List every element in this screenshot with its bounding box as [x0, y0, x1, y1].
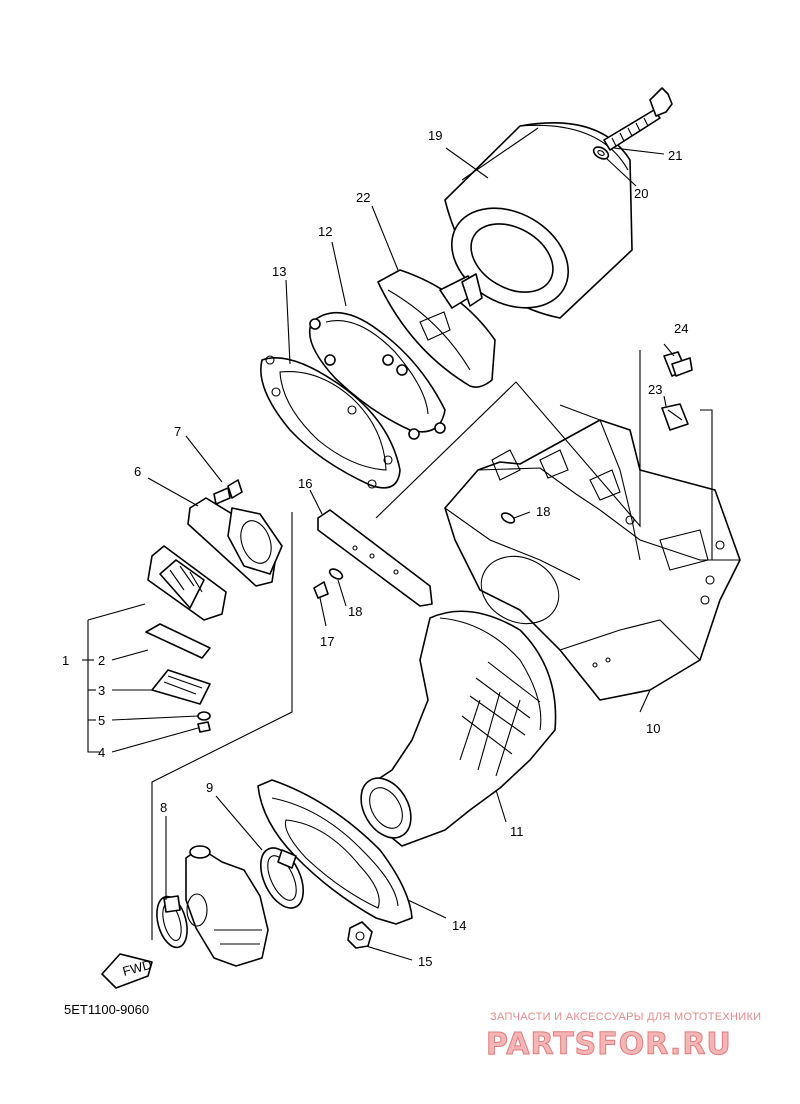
callout-18-left: 18 — [348, 604, 362, 619]
nut-15 — [347, 921, 373, 949]
diagram-code: 5ET1100-9060 — [64, 1002, 149, 1017]
washer-20 — [592, 146, 610, 160]
group-outline-upper — [375, 350, 641, 528]
wing-bolt — [603, 87, 673, 151]
manifold-6 — [187, 497, 283, 587]
callout-14: 14 — [452, 918, 466, 933]
callout-20: 20 — [634, 186, 648, 201]
callout-18-right: 18 — [536, 504, 550, 519]
group-outline-right — [700, 409, 713, 560]
reed-petals — [151, 669, 211, 705]
air-filter-element — [444, 122, 633, 319]
grommet-18a — [328, 568, 344, 580]
clip-nut — [661, 403, 689, 431]
callout-4: 4 — [98, 745, 105, 760]
plug-17 — [313, 581, 329, 599]
air-box — [444, 404, 741, 701]
screw-4 — [197, 721, 211, 733]
grommet-18b — [500, 512, 516, 524]
watermark-logo: PARTSFOR.RU — [486, 1027, 732, 1062]
bolt-24 — [663, 351, 693, 377]
washer-5 — [197, 711, 211, 721]
callout-11: 11 — [510, 824, 524, 839]
callout-8: 8 — [160, 800, 167, 815]
reed-stopper — [145, 623, 211, 659]
callout-2: 2 — [98, 653, 105, 668]
clamp-8 — [156, 895, 188, 949]
gasket-13 — [260, 355, 401, 489]
fwd-label: FWD — [121, 957, 153, 979]
callout-13: 13 — [272, 264, 286, 279]
element-holder — [377, 269, 496, 388]
callout-19: 19 — [428, 128, 442, 143]
callout-16: 16 — [298, 476, 312, 491]
callout-10: 10 — [646, 721, 660, 736]
filter-cage — [308, 311, 446, 440]
callout-12: 12 — [318, 224, 332, 239]
plate-16 — [317, 509, 433, 607]
callout-1: 1 — [62, 653, 69, 668]
callout-7: 7 — [174, 424, 181, 439]
reed-valve-assembly — [147, 545, 227, 621]
watermark-tagline: ЗАПЧАСТИ И АКСЕССУАРЫ ДЛЯ МОТОТЕХНИКИ — [490, 1011, 761, 1023]
clamp-9 — [260, 847, 304, 909]
forward-arrow — [101, 953, 153, 989]
intake-joint — [360, 610, 557, 847]
carburetor — [185, 845, 269, 967]
callout-9: 9 — [206, 780, 213, 795]
callout-15: 15 — [418, 954, 432, 969]
flange-14 — [257, 779, 413, 925]
callout-21: 21 — [668, 148, 682, 163]
bolt-7 — [213, 479, 243, 505]
callout-3: 3 — [98, 683, 105, 698]
callout-24: 24 — [674, 321, 688, 336]
callout-17: 17 — [320, 634, 334, 649]
group-outline — [151, 512, 293, 940]
callout-22: 22 — [356, 190, 370, 205]
callout-6: 6 — [134, 464, 141, 479]
leader-lines — [82, 147, 675, 961]
callout-23: 23 — [648, 382, 662, 397]
callout-5: 5 — [98, 713, 105, 728]
